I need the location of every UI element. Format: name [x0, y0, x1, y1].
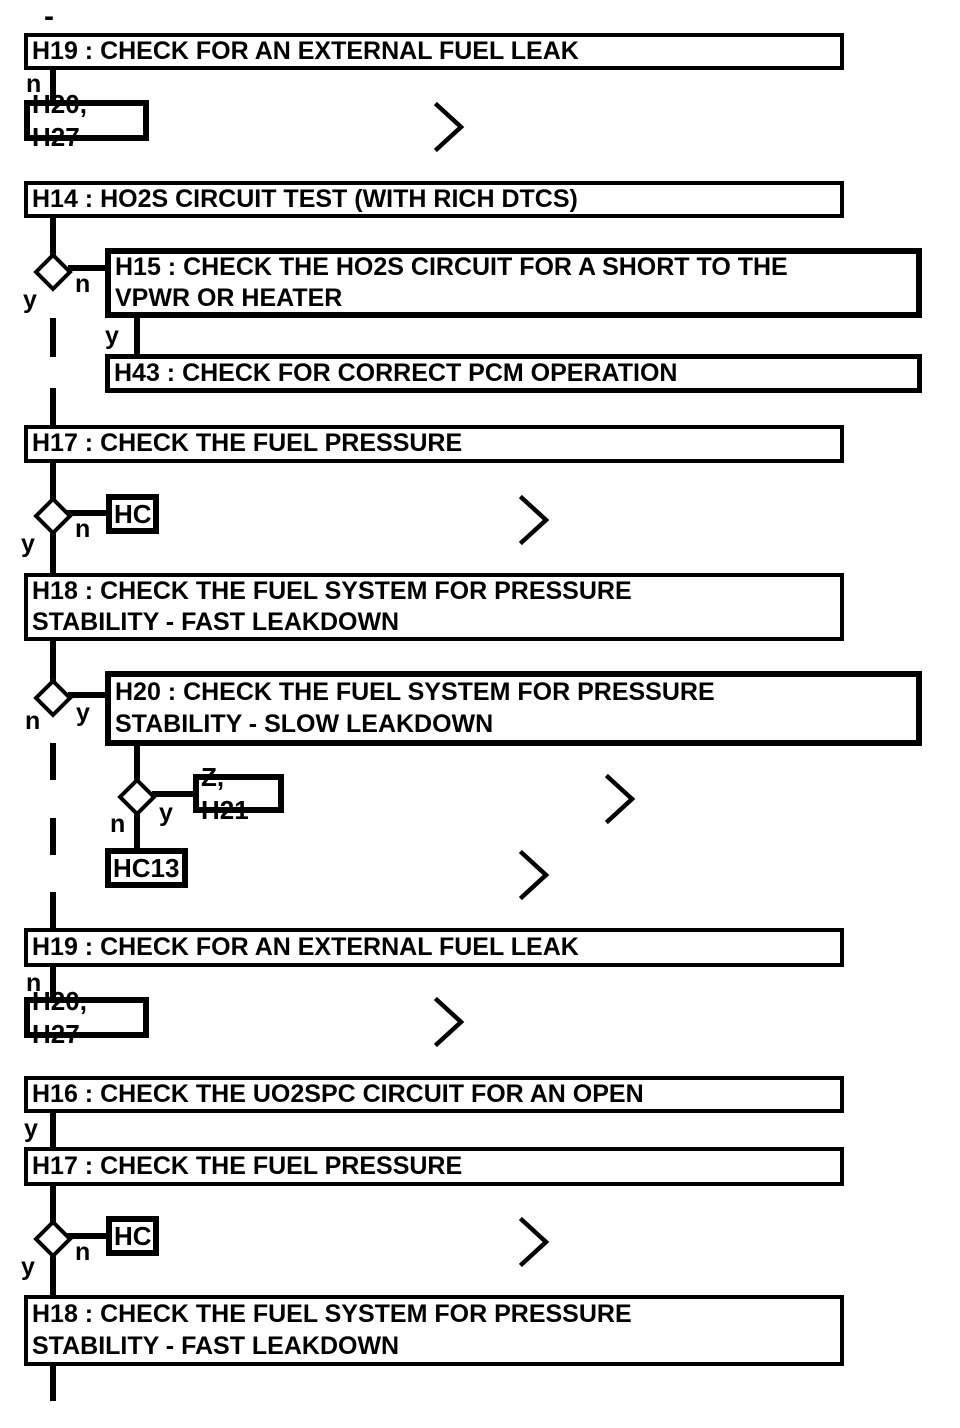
- top-dash-mark: -: [44, 0, 54, 33]
- step-box-h19-1: H19 : CHECK FOR AN EXTERNAL FUEL LEAK: [24, 33, 844, 70]
- step-box-h20: H20 : CHECK THE FUEL SYSTEM FOR PRESSURE…: [105, 671, 922, 746]
- branch-label-yes: y: [21, 1253, 35, 1281]
- step-box-h14: H14 : HO2S CIRCUIT TEST (WITH RICH DTCS): [24, 181, 844, 218]
- connector-diamond4-to-zh21: [152, 791, 195, 797]
- branch-label-yes: y: [21, 530, 35, 558]
- result-box-h20-h27-1: H20, H27: [24, 89, 149, 152]
- connector-h15-to-h43: [134, 314, 140, 356]
- branch-label-no: n: [110, 810, 126, 838]
- step-box-h18-2: H18 : CHECK THE FUEL SYSTEM FOR PRESSURE…: [24, 1295, 844, 1366]
- result-box-h20-h27-2: H20, H27: [24, 986, 149, 1049]
- connector-diamond4-to-hc13: [134, 811, 140, 850]
- dashed-connector-segment: [50, 388, 56, 425]
- continuation-chevron-icon: [519, 494, 550, 546]
- dashed-connector-segment: [50, 892, 56, 929]
- branch-label-no: n: [75, 515, 91, 543]
- connector-h18-1-to-diamond3: [50, 638, 56, 684]
- decision-diamond-after-h17-2: [33, 1219, 73, 1259]
- branch-label-no: n: [75, 270, 91, 298]
- result-box-hc13: HC13: [105, 848, 188, 888]
- branch-label-yes: y: [159, 799, 173, 827]
- result-box-hc-1: HC: [106, 494, 159, 534]
- step-box-h15: H15 : CHECK THE HO2S CIRCUIT FOR A SHORT…: [105, 248, 922, 318]
- branch-label-no: n: [75, 1238, 91, 1266]
- branch-label-yes: y: [105, 322, 119, 350]
- continuation-chevron-icon: [434, 101, 465, 153]
- decision-diamond-after-h14: [33, 252, 73, 292]
- connector-diamond2-to-hc: [66, 510, 108, 516]
- result-box-hc-2: HC: [106, 1216, 159, 1256]
- continuation-chevron-icon: [605, 773, 636, 825]
- branch-label-no: n: [26, 70, 42, 98]
- connector-diamond5-to-h18-2: [50, 1254, 56, 1297]
- step-box-h17-1: H17 : CHECK THE FUEL PRESSURE: [24, 425, 844, 463]
- branch-label-yes: y: [76, 699, 90, 727]
- continuation-chevron-icon: [519, 1216, 550, 1268]
- step-box-h18-1: H18 : CHECK THE FUEL SYSTEM FOR PRESSURE…: [24, 573, 844, 641]
- dashed-connector-segment: [50, 743, 56, 780]
- connector-h14-to-diamond1: [50, 216, 56, 258]
- step-box-h19-2: H19 : CHECK FOR AN EXTERNAL FUEL LEAK: [24, 928, 844, 967]
- result-box-z-h21: Z, H21: [193, 762, 284, 825]
- connector-h17-1-to-diamond2: [50, 461, 56, 500]
- continuation-chevron-icon: [434, 996, 465, 1048]
- step-box-h43: H43 : CHECK FOR CORRECT PCM OPERATION: [105, 354, 922, 393]
- connector-diamond2-to-h18-1: [50, 530, 56, 575]
- decision-diamond-after-h17-1: [33, 496, 73, 536]
- step-box-h16: H16 : CHECK THE UO2SPC CIRCUIT FOR AN OP…: [24, 1076, 844, 1113]
- connector-diamond1-to-h15: [68, 265, 107, 271]
- connector-h19-1-to-h20h27: [50, 67, 56, 101]
- branch-label-yes: y: [23, 286, 37, 314]
- connector-h18-2-tail: [50, 1364, 56, 1401]
- branch-label-no: n: [26, 969, 42, 997]
- connector-h17-2-to-diamond5: [50, 1184, 56, 1224]
- connector-h16-to-h17-2: [50, 1111, 56, 1149]
- step-box-h17-2: H17 : CHECK THE FUEL PRESSURE: [24, 1147, 844, 1186]
- connector-h19-2-to-h20h27: [50, 965, 56, 999]
- connector-diamond3-to-h20: [68, 692, 107, 698]
- connector-h20-to-diamond4: [134, 743, 140, 783]
- continuation-chevron-icon: [519, 849, 550, 901]
- dashed-connector-segment: [50, 818, 56, 855]
- connector-diamond5-to-hc: [66, 1233, 108, 1239]
- branch-label-no: n: [25, 707, 41, 735]
- dashed-connector-segment: [50, 318, 56, 357]
- branch-label-yes: y: [24, 1115, 38, 1143]
